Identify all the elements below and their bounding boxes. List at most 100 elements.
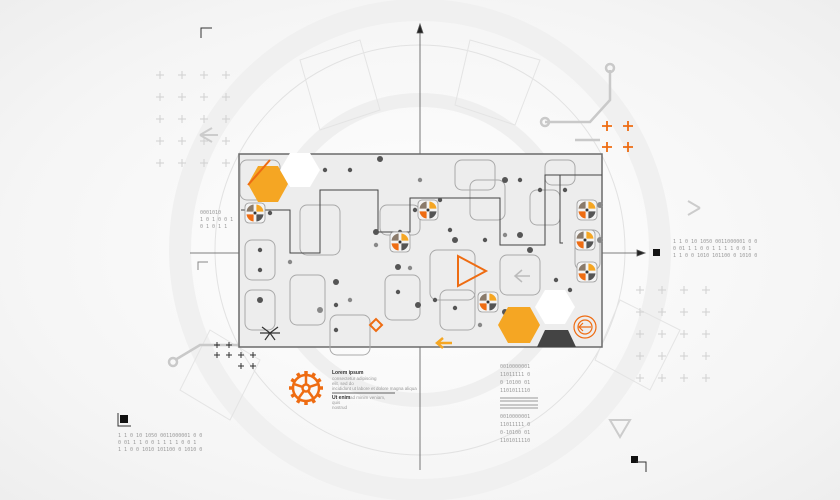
orange-plus-signs — [602, 121, 633, 152]
plus-mark — [702, 330, 710, 338]
plus-mark — [200, 93, 208, 101]
circuit-node — [477, 322, 483, 328]
plus-mark — [658, 352, 666, 360]
plus-mark — [178, 137, 186, 145]
gear-tooth — [310, 372, 317, 378]
chip-icon — [389, 231, 411, 253]
circuit-node — [377, 156, 383, 162]
plus-mark — [222, 71, 230, 79]
plus-mark — [636, 286, 644, 294]
binary-line: 0010000001 — [500, 414, 530, 420]
circuit-node — [347, 167, 353, 173]
trace-loop — [439, 289, 476, 331]
binary-line: 0 01 1 1 0 0 1 1 1 1 0 0 1 — [673, 246, 751, 252]
circuit-node — [287, 259, 293, 265]
circuit-node — [597, 237, 603, 243]
circuit-node — [482, 237, 488, 243]
trace-loop — [384, 274, 421, 321]
circuit-node — [333, 302, 339, 308]
circuit-node — [437, 197, 443, 203]
chip-icon — [477, 291, 499, 313]
plus-mark — [222, 93, 230, 101]
binary-left: 1 1 0 10 1050 0011000001 0 0 0 01 1 1 0 … — [118, 433, 202, 453]
gear-tooth — [295, 398, 302, 404]
caption-block: Lorem ipsum consectetur adipiscing elit,… — [332, 370, 417, 410]
circuit-node — [502, 232, 508, 238]
plus-mark — [200, 159, 208, 167]
antenna-icon — [260, 326, 280, 341]
circuit-node — [267, 210, 273, 216]
circuit-node — [597, 202, 603, 208]
binary-line: 1 1 0 10 1050 0011000001 0 0 — [118, 433, 202, 439]
dark-hexagon — [537, 330, 576, 347]
plus-mark — [156, 159, 164, 167]
chip-icon — [576, 261, 598, 283]
plus-mark — [222, 137, 230, 145]
plus-mark — [680, 286, 688, 294]
circuit-node — [517, 177, 523, 183]
circuit-node — [412, 207, 418, 213]
binary-line: 0 01 1 1 0 0 1 1 1 1 0 0 1 — [118, 440, 196, 446]
circuit-node — [415, 302, 421, 308]
plus-mark — [222, 159, 230, 167]
plus-mark — [156, 115, 164, 123]
plus-mark — [222, 115, 230, 123]
circuit-node — [257, 267, 263, 273]
circuit-node — [452, 237, 458, 243]
gear-tooth — [290, 392, 296, 399]
faint-arrows — [199, 127, 701, 439]
gear-tooth — [290, 377, 296, 384]
plus-mark — [680, 352, 688, 360]
circuit-node — [347, 297, 353, 303]
circuit-node — [257, 297, 263, 303]
plus-mark — [636, 374, 644, 382]
corner-marks — [117, 27, 647, 472]
trace-loop — [499, 254, 541, 296]
binary-line: 0 10100 01 — [500, 380, 530, 386]
caption-subtitle: Ut enim — [332, 395, 351, 401]
circuit-node — [333, 279, 339, 285]
circuit-node — [373, 229, 379, 235]
white-hexagon — [535, 290, 575, 324]
plus-mark — [156, 93, 164, 101]
chip-icon — [574, 229, 596, 251]
circuit-node — [537, 187, 543, 193]
plus-mark — [658, 374, 666, 382]
plus-mark — [680, 330, 688, 338]
circuit-node — [527, 247, 533, 253]
plus-mark — [200, 115, 208, 123]
binary-center: 0010000001 11011111 0 0 10100 01 1101011… — [500, 364, 538, 444]
binary-line: 0001010 — [200, 210, 221, 216]
plus-mark — [658, 330, 666, 338]
plus-mark — [178, 115, 186, 123]
plus-mark — [702, 374, 710, 382]
plus-mark — [658, 286, 666, 294]
binary-line: 1 1 0 0 1010 101100 0 1010 0 — [673, 253, 757, 259]
orange-hexagon — [498, 307, 540, 343]
circuit-node — [333, 327, 339, 333]
circuit-node — [562, 187, 568, 193]
gear-spoke — [307, 390, 315, 400]
binary-line: 0010000001 — [500, 364, 530, 370]
plus-mark — [156, 137, 164, 145]
caption-title: Lorem ipsum — [332, 370, 364, 376]
plus-mark — [636, 352, 644, 360]
plus-mark — [636, 330, 644, 338]
circuit-node — [517, 232, 523, 238]
caption-line: consectetur adipiscing — [332, 376, 377, 381]
caption-line: ad minim veniam, — [350, 395, 385, 400]
trace-loop — [329, 314, 371, 356]
trace-loop — [454, 159, 496, 191]
circle-arrow-icon — [573, 315, 597, 339]
chip-icon — [576, 199, 598, 221]
caption-line: nostrud — [332, 405, 348, 410]
circuit-node — [447, 227, 453, 233]
circuit-node — [317, 307, 323, 313]
gear-spoke — [297, 390, 305, 400]
circuit-node — [417, 177, 423, 183]
plus-mark — [178, 71, 186, 79]
binary-line: 0 1 0 1 1 — [200, 224, 227, 230]
plus-mark — [658, 308, 666, 316]
